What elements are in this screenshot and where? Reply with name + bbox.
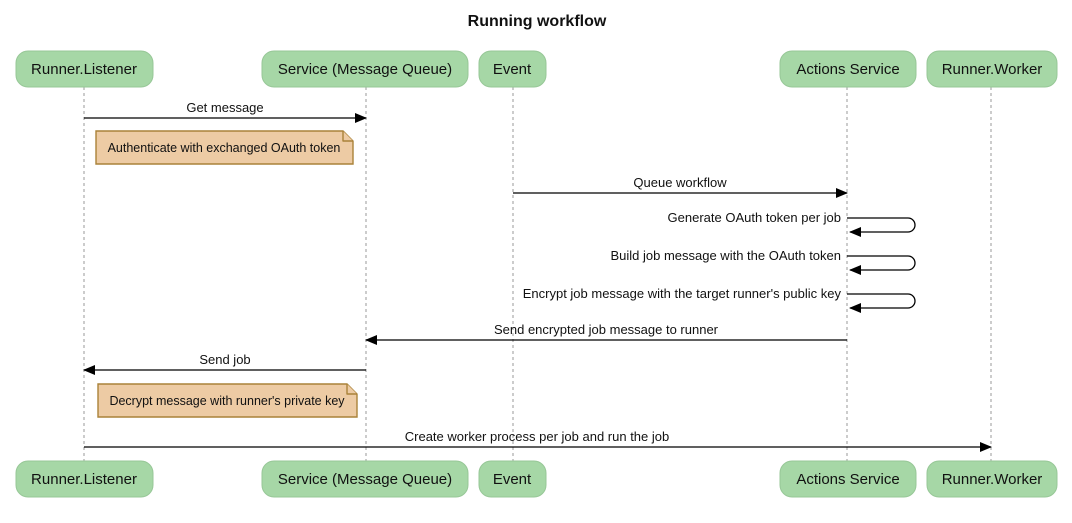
message-get-message: Get message [84,100,367,123]
note-label: Authenticate with exchanged OAuth token [108,141,341,155]
message-label: Create worker process per job and run th… [405,429,669,444]
actor-box [926,50,1058,88]
actor-label: Runner.Worker [942,471,1043,488]
actor-box [478,460,547,498]
actor-box [779,50,917,88]
actor-top-runner-listener: Runner.Listener [15,50,154,88]
message-label: Encrypt job message with the target runn… [523,286,842,301]
actor-bottom-event: Event [478,460,547,498]
message-encrypt-job-message: Encrypt job message with the target runn… [523,286,916,313]
actor-label: Runner.Listener [31,471,137,488]
note-label: Decrypt message with runner's private ke… [109,394,345,408]
actor-box [261,50,469,88]
actor-label: Runner.Worker [942,61,1043,78]
message-label: Generate OAuth token per job [668,210,841,225]
actor-top-event: Event [478,50,547,88]
note-decrypt-private-key: Decrypt message with runner's private ke… [97,383,358,418]
actor-box [478,50,547,88]
actor-box [15,50,154,88]
actor-bottom-service-message-queue: Service (Message Queue) [261,460,469,498]
note-fold-corner [342,131,353,142]
actor-bottom-runner-worker: Runner.Worker [926,460,1058,498]
actor-top-actions-service: Actions Service [779,50,917,88]
actor-box [261,460,469,498]
message-generate-oauth-token: Generate OAuth token per job [668,210,916,237]
message-build-job-message: Build job message with the OAuth token [610,248,916,275]
actor-label: Actions Service [796,61,899,78]
diagram-title: Running workflow [468,13,607,30]
message-create-worker-process: Create worker process per job and run th… [84,429,992,452]
note-authenticate-oauth: Authenticate with exchanged OAuth token [95,130,354,165]
message-queue-workflow: Queue workflow [513,175,848,198]
note-shape [95,130,354,165]
self-message-arrow [847,217,916,237]
actor-box [926,460,1058,498]
actor-label: Event [493,61,532,78]
self-message-arrow [847,255,916,275]
actor-bottom-runner-listener: Runner.Listener [15,460,154,498]
actor-label: Service (Message Queue) [278,471,452,488]
message-label: Get message [186,100,263,115]
actor-bottom-actions-service: Actions Service [779,460,917,498]
actor-label: Runner.Listener [31,61,137,78]
message-label: Queue workflow [633,175,727,190]
note-fold-corner [346,384,357,395]
actor-label: Event [493,471,532,488]
message-label: Send job [199,352,250,367]
message-label: Build job message with the OAuth token [610,248,841,263]
message-send-encrypted-job: Send encrypted job message to runner [365,322,847,345]
actor-label: Actions Service [796,471,899,488]
actor-box [15,460,154,498]
message-send-job: Send job [83,352,366,375]
actor-top-service-message-queue: Service (Message Queue) [261,50,469,88]
actor-box [779,460,917,498]
note-shape [97,383,358,418]
actor-top-runner-worker: Runner.Worker [926,50,1058,88]
actor-label: Service (Message Queue) [278,61,452,78]
self-message-arrow [847,293,916,313]
message-label: Send encrypted job message to runner [494,322,719,337]
